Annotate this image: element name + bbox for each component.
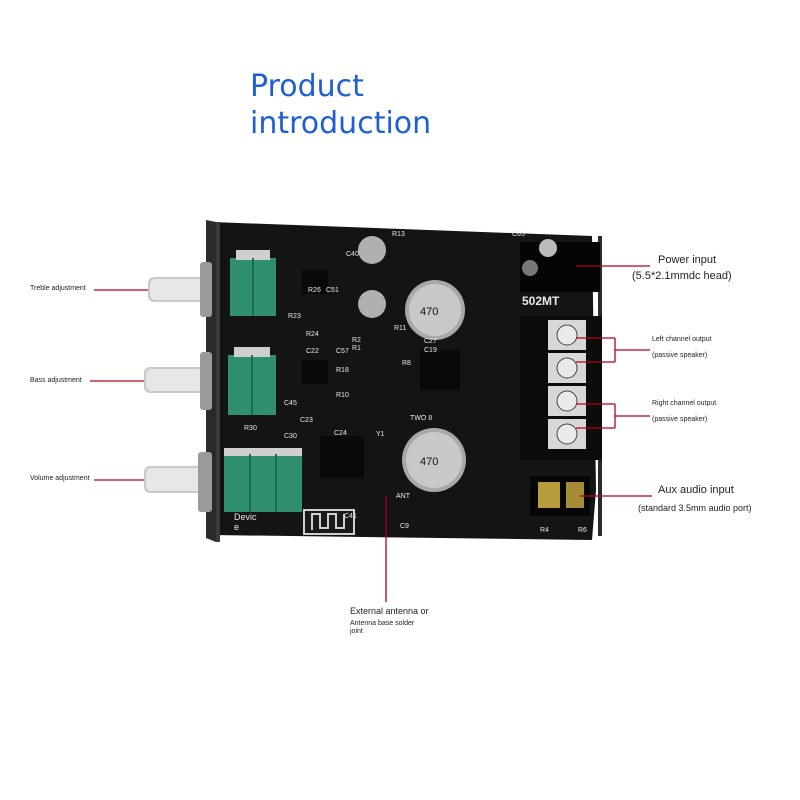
silk-y1: Y1	[376, 431, 385, 438]
right-channel-sub: (passive speaker)	[652, 416, 708, 423]
capacitor-icon: 470	[405, 280, 465, 340]
silk-r4: R4	[540, 527, 549, 534]
page-title: Product introduction	[250, 68, 431, 142]
silk-c40: C40	[346, 251, 359, 258]
silk-r10: R10	[336, 392, 349, 399]
antenna-label-3: joint	[350, 628, 363, 635]
silk-r18: R18	[336, 367, 349, 374]
silk-c23: C23	[300, 417, 313, 424]
callout-lines	[90, 265, 652, 602]
volume-adjustment-label: Volume adjustment	[30, 475, 90, 482]
silk-r6: R6	[578, 527, 587, 534]
treble-adjustment-label: Treble adjustment	[30, 285, 86, 292]
capacitor-icon	[358, 236, 386, 318]
device-text: Devic	[234, 512, 257, 522]
silk-c19: C19	[424, 347, 437, 354]
screw-terminal-block	[520, 316, 602, 460]
knob-icon	[144, 452, 212, 512]
antenna-label-1: External antenna or	[350, 606, 429, 616]
cap-value: 470	[420, 456, 438, 468]
potentiometer	[230, 250, 276, 316]
right-channel-label: Right channel output	[652, 400, 717, 407]
silk-c65: C65	[512, 231, 525, 238]
capacitor-icon: 470	[402, 428, 466, 492]
silk-c22: C22	[306, 348, 319, 355]
knob-icon	[148, 262, 212, 317]
silk-ant: ANT	[396, 493, 411, 500]
silk-r24: R24	[306, 331, 319, 338]
chip-icon	[302, 270, 460, 478]
silk-r23: R23	[288, 313, 301, 320]
silk-r13: R13	[392, 231, 405, 238]
aux-input-sub: (standard 3.5mm audio port)	[638, 503, 752, 513]
aux-input-label: Aux audio input	[658, 484, 734, 496]
title-line2: introduction	[250, 106, 432, 141]
silk-c9: C9	[400, 523, 409, 530]
dc-power-jack	[520, 239, 600, 292]
silk-c51: C51	[326, 287, 339, 294]
antenna-trace	[303, 509, 355, 535]
cap-value: 470	[420, 306, 438, 318]
device-text-2: e	[234, 522, 239, 532]
silk-r1: R1	[352, 345, 361, 352]
silk-two8: TWO 8	[410, 415, 432, 422]
silk-c57: C57	[336, 348, 349, 355]
potentiometer	[228, 347, 276, 415]
silk-c24: C24	[334, 430, 347, 437]
silk-c45: C45	[284, 400, 297, 407]
silk-r2: R2	[352, 337, 361, 344]
power-input-label: Power input	[658, 254, 717, 266]
silk-c30: C30	[284, 433, 297, 440]
board-model: 502MT	[522, 294, 560, 308]
title-line1: Product	[250, 69, 364, 104]
antenna-label-2: Antenna base solder	[350, 620, 415, 627]
potentiometer	[224, 448, 302, 512]
silk-r30: R30	[244, 425, 257, 432]
power-input-sub: (5.5*2.1mmdc head)	[632, 270, 732, 282]
silk-r26: R26	[308, 287, 321, 294]
left-channel-label: Left channel output	[652, 336, 712, 343]
left-channel-sub: (passive speaker)	[652, 352, 708, 359]
silk-c27: C27	[424, 338, 437, 345]
silk-r8: R8	[402, 360, 411, 367]
screw-terminal-icon	[556, 324, 578, 445]
silk-c41: C41	[344, 513, 357, 520]
bass-adjustment-label: Bass adjustment	[30, 377, 82, 384]
knob-icon	[144, 352, 212, 410]
silk-r11: R11	[394, 325, 406, 332]
